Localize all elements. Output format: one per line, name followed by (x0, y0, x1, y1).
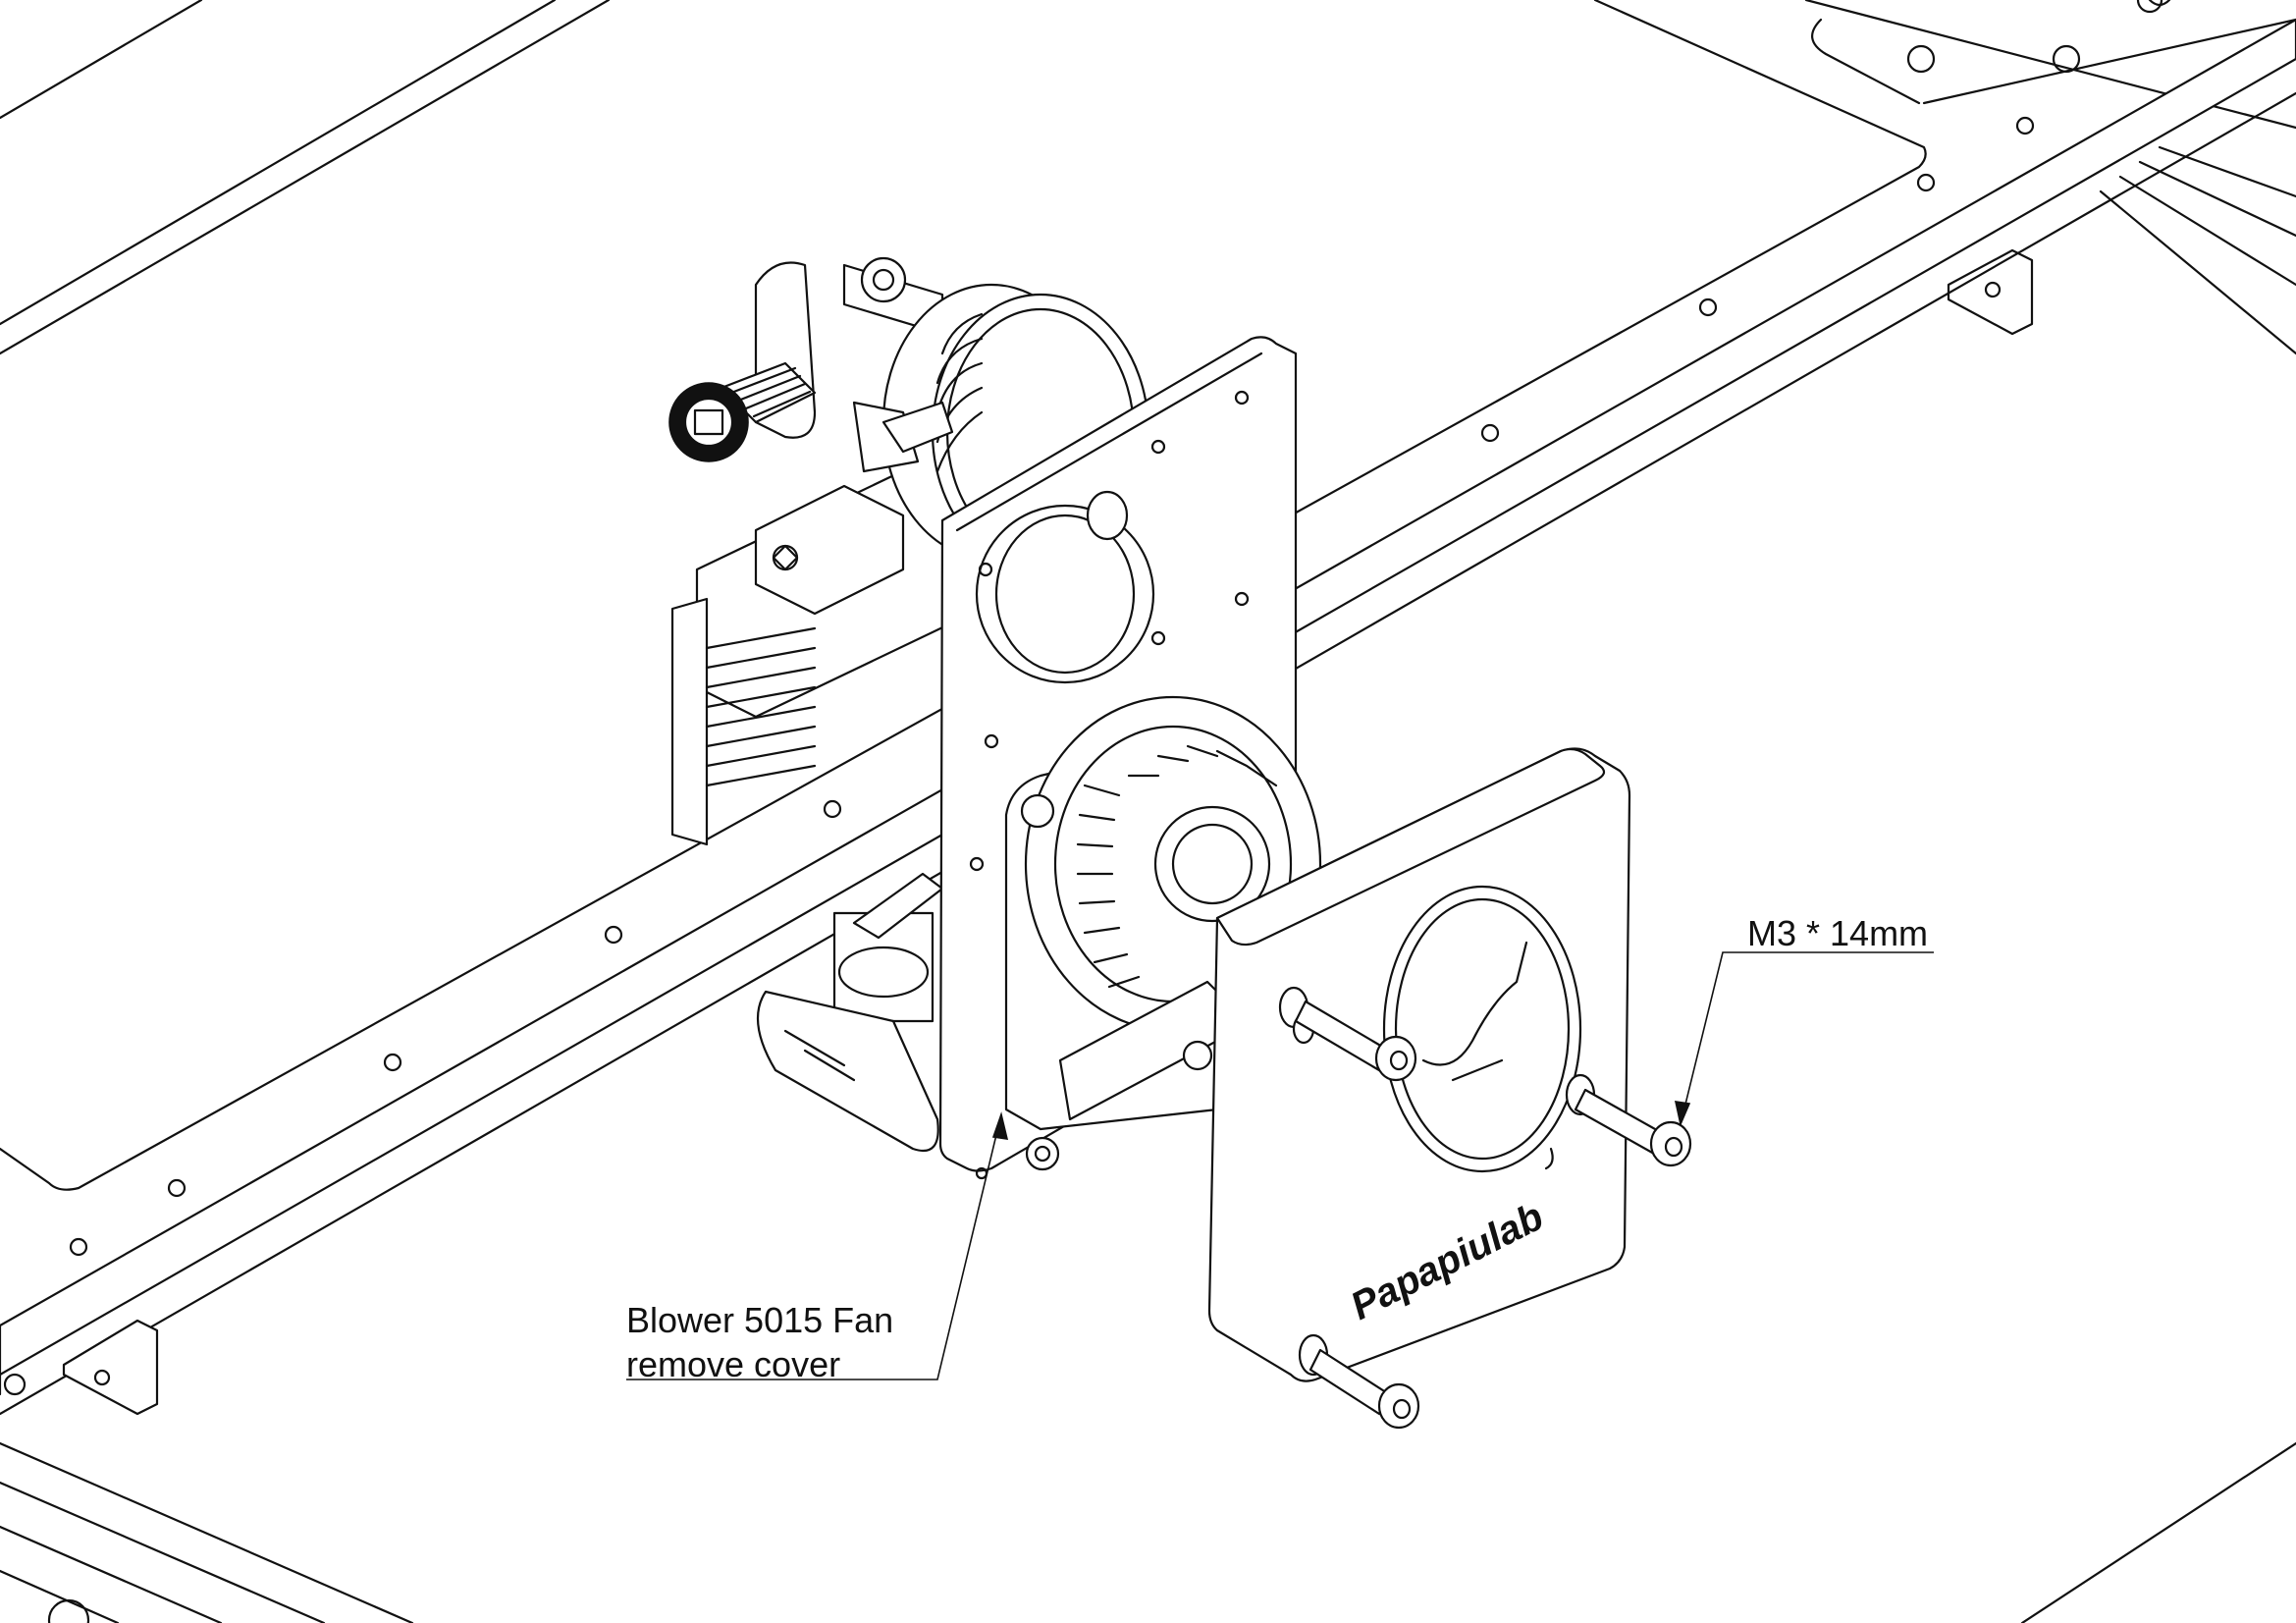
m3-screw-lower (1308, 1348, 1420, 1430)
callout-screw-arrow (1674, 1101, 1691, 1127)
callout-fan: Blower 5015 Fan remove cover (626, 1111, 1009, 1384)
callout-fan-leader (626, 1113, 1002, 1380)
callout-fan-line1: Blower 5015 Fan (626, 1300, 893, 1340)
callout-screw-label: M3 * 14mm (1747, 913, 1928, 953)
callout-screw-leader (1680, 951, 1934, 1125)
hotend (670, 597, 944, 1152)
right-rail (1480, 0, 2296, 443)
m3-screw-right (1574, 1088, 1692, 1167)
callout-fan-line2: remove cover (626, 1344, 840, 1384)
lower-right-rail (2020, 1441, 2296, 1623)
m3-screw-upper (1294, 1000, 1417, 1082)
callout-screw: M3 * 14mm (1674, 913, 1934, 1127)
m3-screws (1294, 1000, 1692, 1430)
fan-cover (1207, 747, 1631, 1382)
left-bracket (0, 1319, 414, 1623)
callout-fan-arrow (991, 1111, 1009, 1140)
